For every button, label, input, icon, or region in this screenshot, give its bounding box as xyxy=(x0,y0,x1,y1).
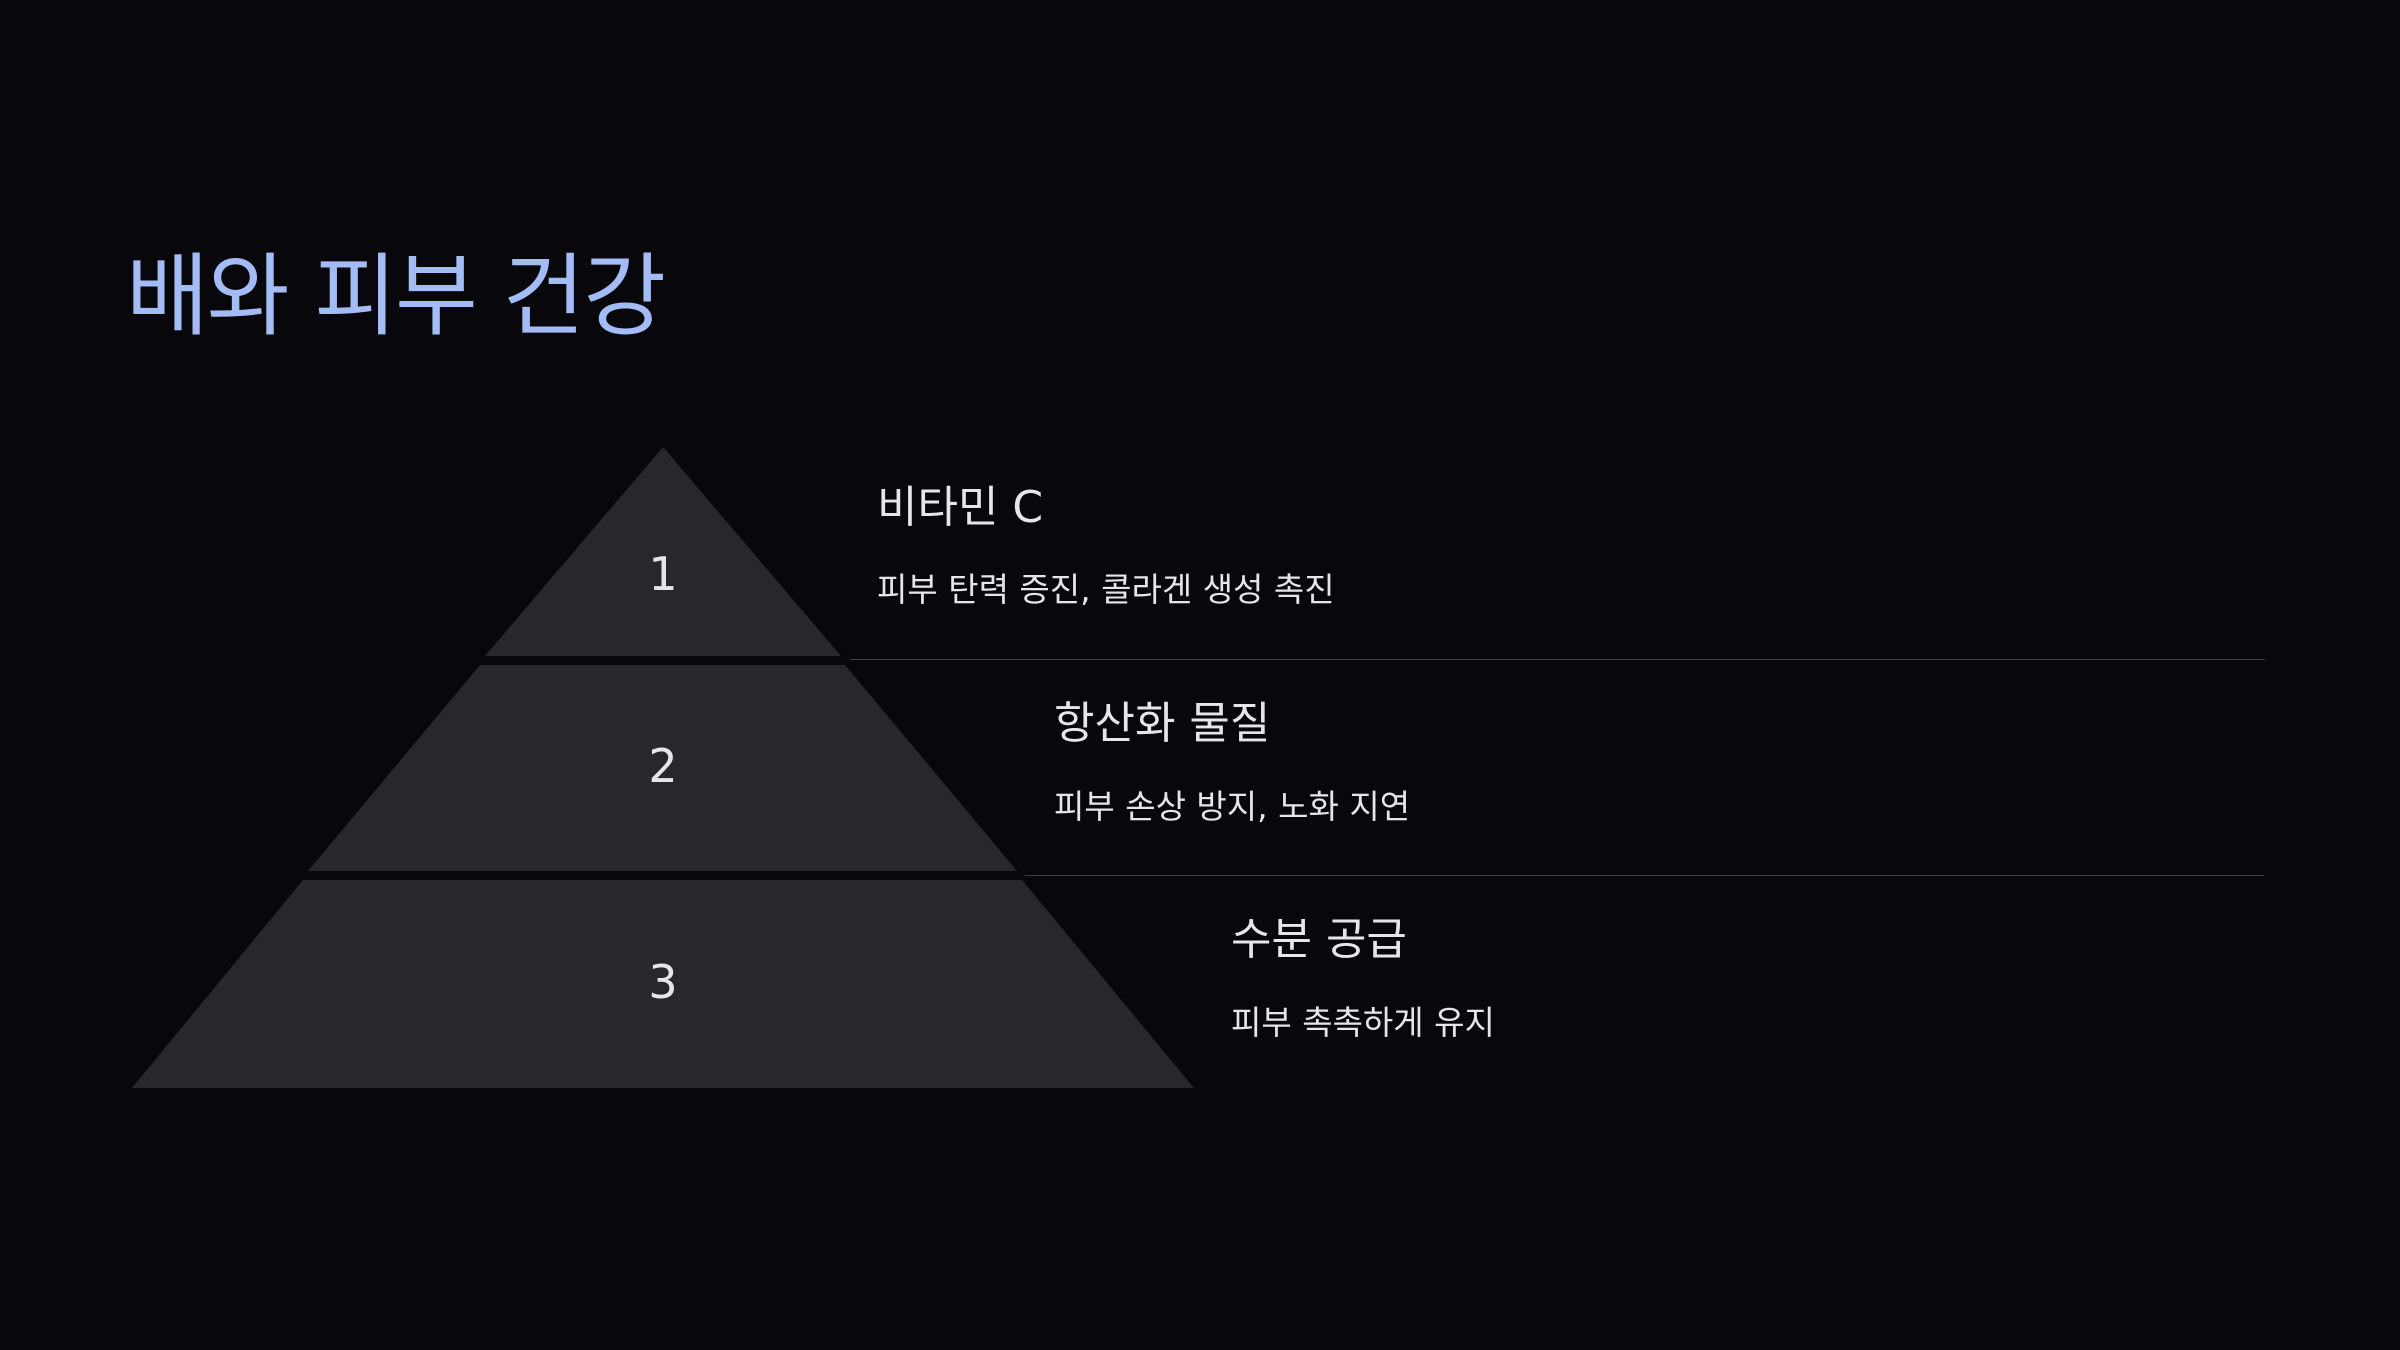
pyramid-level-2-number: 2 xyxy=(648,739,677,793)
level-3-title: 수분 공급 xyxy=(1231,914,1407,965)
pyramid-level-2 xyxy=(308,665,1017,871)
level-2-divider xyxy=(1025,875,2264,876)
level-1-description: 피부 탄력 증진, 콜라겐 생성 촉진 xyxy=(877,570,1335,609)
slide-title: 배와 피부 건강 xyxy=(126,244,666,349)
level-2-description: 피부 손상 방지, 노화 지연 xyxy=(1054,787,1411,826)
pyramid-level-1-number: 1 xyxy=(648,547,677,601)
pyramid-level-1 xyxy=(485,447,841,656)
level-3-description: 피부 촉촉하게 유지 xyxy=(1231,1003,1495,1042)
level-2-title: 항산화 물질 xyxy=(1054,698,1271,749)
level-1-title: 비타민 C xyxy=(877,482,1044,533)
pyramid-level-3-number: 3 xyxy=(648,955,677,1009)
level-1-divider xyxy=(850,659,2265,660)
pyramid-level-3 xyxy=(132,880,1194,1088)
